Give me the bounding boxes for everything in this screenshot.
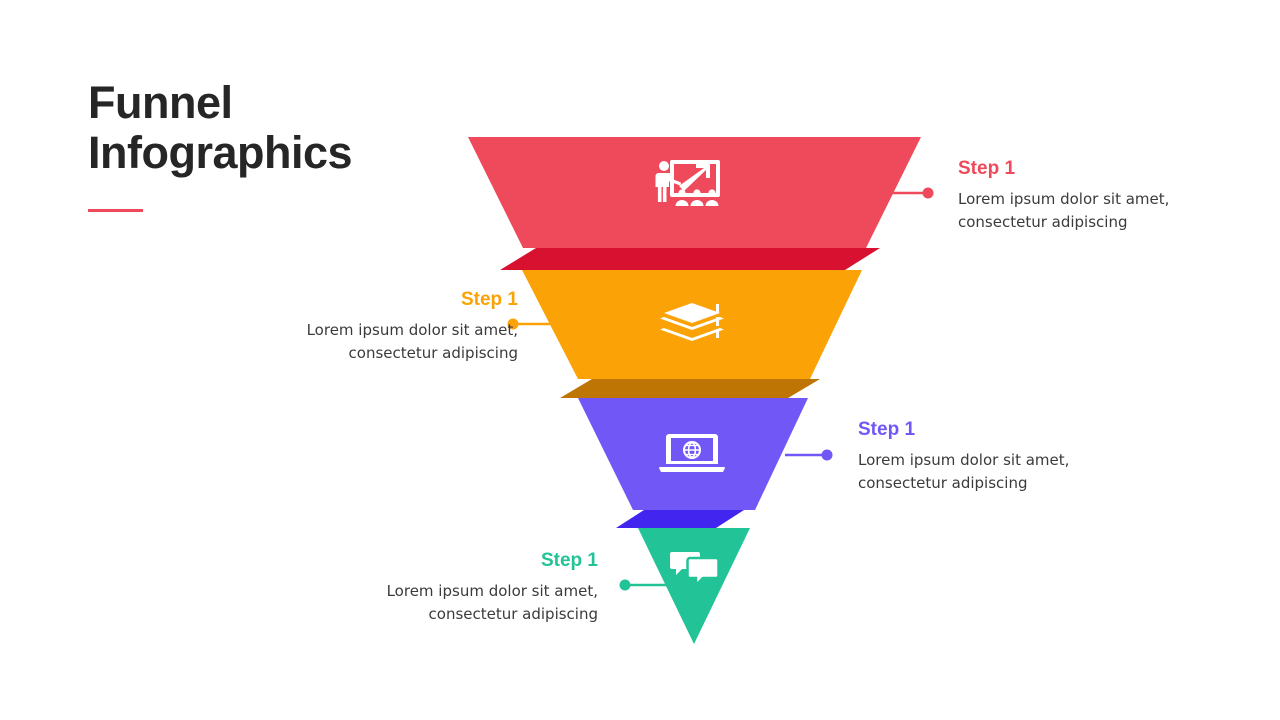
callout-step-1-label: Step 1	[958, 158, 1016, 179]
connector-dot-4	[619, 579, 631, 591]
callout-step-1-description: Lorem ipsum dolor sit amet, consectetur …	[958, 189, 1170, 232]
funnel-segment-2[interactable]	[522, 270, 862, 379]
callout-step-4-label: Step 1	[540, 550, 598, 571]
title-accent-rule	[88, 208, 143, 212]
laptop-globe-icon	[659, 434, 725, 472]
funnel-segment-1-shadow	[500, 248, 880, 270]
connector-dot-1	[922, 187, 934, 199]
funnel-segment-4[interactable]	[638, 528, 750, 644]
callout-step-1: Step 1 Lorem ipsum dolor sit amet, conse…	[958, 158, 1258, 234]
page-title: Funnel Infographics	[88, 77, 353, 179]
callout-step-3-description: Lorem ipsum dolor sit amet, consectetur …	[858, 450, 1070, 493]
funnel-segment-2-shadow	[560, 379, 820, 398]
callout-step-2: Step 1 Lorem ipsum dolor sit amet, conse…	[218, 289, 518, 365]
callout-step-2-description: Lorem ipsum dolor sit amet, consectetur …	[306, 320, 518, 363]
connector-dot-3	[821, 449, 833, 461]
books-stack-icon	[660, 303, 724, 341]
callout-step-3-label: Step 1	[858, 419, 916, 440]
title-block: Funnel Infographics	[88, 77, 488, 212]
callout-step-3: Step 1 Lorem ipsum dolor sit amet, conse…	[858, 419, 1158, 495]
funnel-segment-3[interactable]	[578, 398, 808, 510]
callout-step-4-description: Lorem ipsum dolor sit amet, consectetur …	[386, 581, 598, 624]
callout-step-2-label: Step 1	[460, 289, 518, 310]
funnel-segment-1[interactable]	[468, 137, 921, 248]
callout-step-4: Step 1 Lorem ipsum dolor sit amet, conse…	[298, 550, 598, 626]
funnel-segment-3-shadow	[616, 510, 744, 528]
presentation-training-icon	[655, 160, 720, 206]
chat-bubbles-icon	[670, 552, 720, 589]
